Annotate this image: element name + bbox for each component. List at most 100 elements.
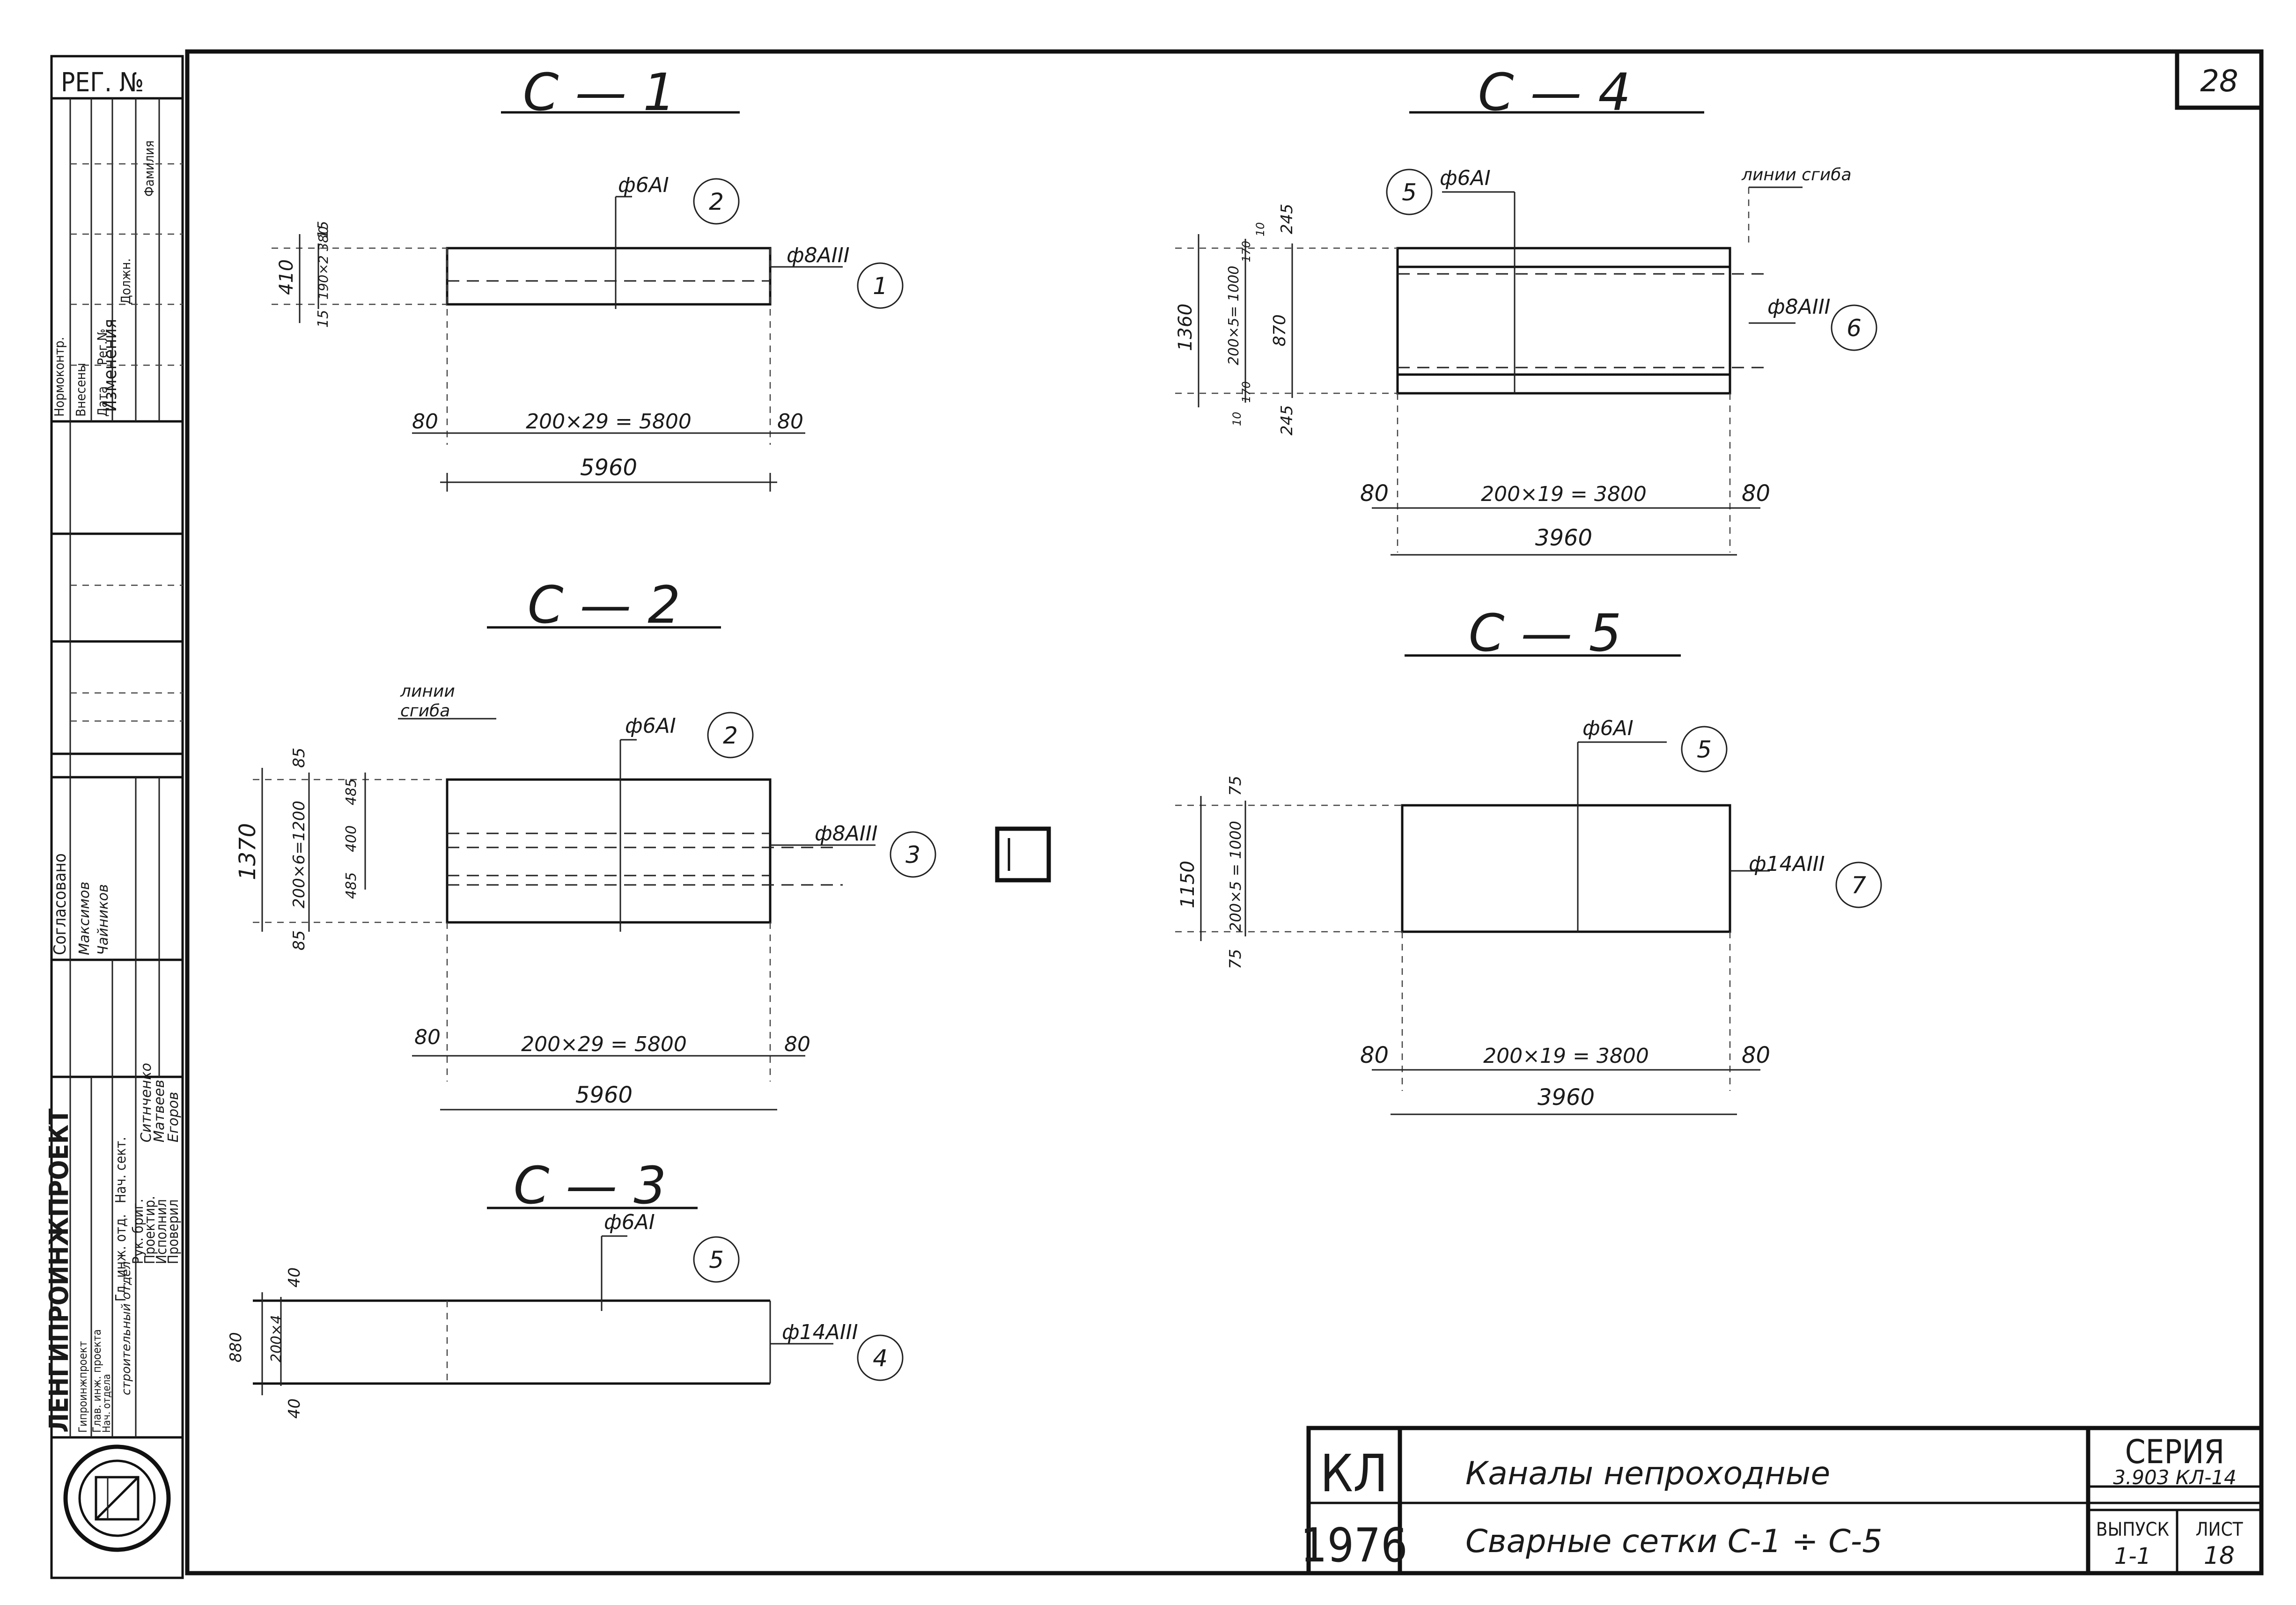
- mesh-c2-bar-b-pos: 3: [905, 841, 920, 869]
- mesh-c4-bar-a: ф6АI: [1440, 166, 1491, 190]
- mesh-c3-bar-b: ф14АIII: [782, 1320, 858, 1344]
- name-2: Егоров: [165, 1092, 182, 1142]
- mesh-c1-v-bottom: 15: [315, 310, 331, 328]
- mesh-c1-total: 5960: [580, 455, 637, 481]
- mesh-c3-v-total: 880: [227, 1332, 245, 1362]
- name-0: Ситнченко: [138, 1063, 155, 1142]
- mesh-c3-v-top: 40: [285, 1267, 304, 1288]
- mesh-c5-v-top: 75: [1226, 776, 1245, 796]
- title-line2: Сварные сетки С-1 ÷ С-5: [1465, 1523, 1882, 1560]
- mesh-c5-v-total: 1150: [1177, 861, 1199, 908]
- title-block: [1306, 1426, 2264, 1576]
- mesh-c1-title: С — 1: [523, 62, 676, 122]
- mesh-c5-title: С — 5: [1469, 603, 1622, 663]
- mesh-c4-bar-b-pos: 6: [1847, 315, 1862, 342]
- mesh-c2-edge-right: 80: [784, 1032, 810, 1056]
- mesh-c2-v-seg-0: 485: [343, 779, 360, 805]
- agreed-name-2: Чайников: [95, 884, 111, 955]
- mesh-c5-edge-left: 80: [1360, 1042, 1389, 1068]
- mesh-c5-bar-a-pos: 5: [1697, 736, 1712, 763]
- mesh-c1-v-total: 410: [276, 259, 297, 295]
- changes-label: Изменения: [100, 319, 120, 412]
- role-1: Нач. сект.: [113, 1137, 129, 1203]
- issue-label: ВЫПУСК: [2096, 1519, 2169, 1540]
- mesh-c4-bar-b: ф8АIII: [1767, 295, 1831, 319]
- mesh-c1-bar-a-pos: 2: [709, 188, 724, 215]
- name-3: строительный отдел: [119, 1261, 133, 1395]
- agreed-label: Согласовано: [51, 853, 70, 955]
- reg-label: РЕГ. №: [61, 67, 144, 98]
- mesh-c4: [1175, 111, 1877, 556]
- mesh-c1-v-top: 15: [315, 221, 331, 239]
- sheet-value: 18: [2204, 1542, 2235, 1570]
- mesh-c4-v-top: 245: [1278, 204, 1296, 234]
- series-label: СЕРИЯ: [2125, 1433, 2225, 1471]
- mesh-c1-bar-b: ф8АIII: [787, 243, 850, 267]
- mesh-c4-bend: линии сгиба: [1741, 165, 1852, 184]
- stamp-col-5: Фамилия: [141, 140, 157, 197]
- mesh-c2-bend-1: линии: [400, 682, 455, 701]
- mesh-c2-bar-a: ф6АI: [625, 714, 676, 738]
- name-1: Матвеев: [151, 1080, 168, 1142]
- mesh-c3-bar-a: ф6АI: [604, 1210, 655, 1234]
- institute-logo: [63, 1444, 171, 1552]
- mesh-c4-v-small-2: 170: [1240, 381, 1253, 403]
- title-line1: Каналы непроходные: [1465, 1455, 1830, 1492]
- mesh-c4-spacing: 200×19 = 3800: [1481, 482, 1647, 506]
- mesh-c2: [253, 626, 1051, 1111]
- role-5: Проверил: [165, 1200, 182, 1264]
- mesh-c2-v-seg-1: 400: [343, 825, 360, 852]
- mesh-c1-bar-a: ф6АI: [618, 173, 669, 197]
- role-0: Гл. инж. отд.: [113, 1214, 129, 1302]
- mesh-c2-bend-2: сгиба: [400, 701, 450, 721]
- mesh-c4-v-mid: 200×5= 1000: [1226, 265, 1242, 365]
- title-code: КЛ: [1320, 1443, 1388, 1503]
- issue-value: 1-1: [2114, 1543, 2151, 1569]
- mesh-c3-v-bottom: 40: [285, 1399, 304, 1419]
- institute-sub-2: Нач. отдела: [101, 1374, 113, 1433]
- mesh-c4-title: С — 4: [1478, 62, 1631, 122]
- mesh-c3-title: С — 3: [514, 1156, 667, 1215]
- mesh-c4-v-total: 1360: [1175, 303, 1196, 351]
- mesh-c4-v-small-1: 170: [1240, 241, 1253, 262]
- mesh-c4-v-bottom: 245: [1278, 405, 1296, 435]
- mesh-c4-total: 3960: [1535, 525, 1592, 551]
- mesh-c3: [253, 1207, 904, 1395]
- mesh-c4-edge-left: 80: [1360, 480, 1389, 507]
- mesh-c2-bar-a-pos: 2: [723, 722, 738, 749]
- sheet-frame: [185, 49, 2264, 1576]
- stamp-col-1: Внесены: [73, 363, 88, 417]
- sheet-number-box: [2175, 49, 2264, 110]
- institute-sub-1: Глав. инж. проекта: [90, 1329, 103, 1433]
- mesh-c5-v-mid: 200×5 = 1000: [1227, 821, 1244, 932]
- mesh-c2-bar-b: ф8АIII: [815, 822, 878, 846]
- mesh-c2-title: С — 2: [528, 575, 681, 635]
- mesh-c2-v-top: 85: [290, 748, 309, 768]
- mesh-c4-bar-a-pos: 5: [1402, 179, 1417, 206]
- mesh-c4-v-inner: 870: [1270, 314, 1289, 346]
- stamp-col-2: Дата: [95, 386, 110, 417]
- mesh-c2-v-total: 1370: [235, 823, 261, 880]
- series-value: 3.903 КЛ-14: [2113, 1466, 2237, 1489]
- mesh-c4-v-small-0: 10: [1254, 222, 1267, 236]
- mesh-c1-bar-b-pos: 1: [873, 272, 888, 300]
- mesh-c5-spacing: 200×19 = 3800: [1483, 1044, 1649, 1068]
- mesh-c5-bar-b-pos: 7: [1851, 872, 1866, 899]
- role-2: Рук. бриг.: [130, 1199, 147, 1264]
- mesh-c2-v-mid: 200×6=1200: [290, 801, 309, 908]
- mesh-c3-bar-b-pos: 4: [873, 1345, 888, 1372]
- mesh-c5-bar-a: ф6АI: [1582, 716, 1634, 740]
- title-year: 1976: [1301, 1518, 1408, 1573]
- sheet-label: ЛИСТ: [2195, 1519, 2243, 1540]
- mesh-c5-edge-right: 80: [1742, 1042, 1770, 1068]
- left-stamp-strip: [50, 55, 184, 1579]
- mesh-c5-v-bottom: 75: [1226, 949, 1245, 969]
- mesh-c2-spacing: 200×29 = 5800: [521, 1032, 687, 1056]
- mesh-c2-total: 5960: [575, 1082, 633, 1108]
- agreed-name-1: Максимов: [76, 882, 93, 955]
- mesh-c2-v-bottom: 85: [290, 930, 309, 950]
- mesh-c1-spacing: 200×29 = 5800: [526, 410, 692, 434]
- mesh-c5-bar-b: ф14АIII: [1749, 852, 1825, 876]
- mesh-c2-v-seg-2: 485: [343, 872, 360, 899]
